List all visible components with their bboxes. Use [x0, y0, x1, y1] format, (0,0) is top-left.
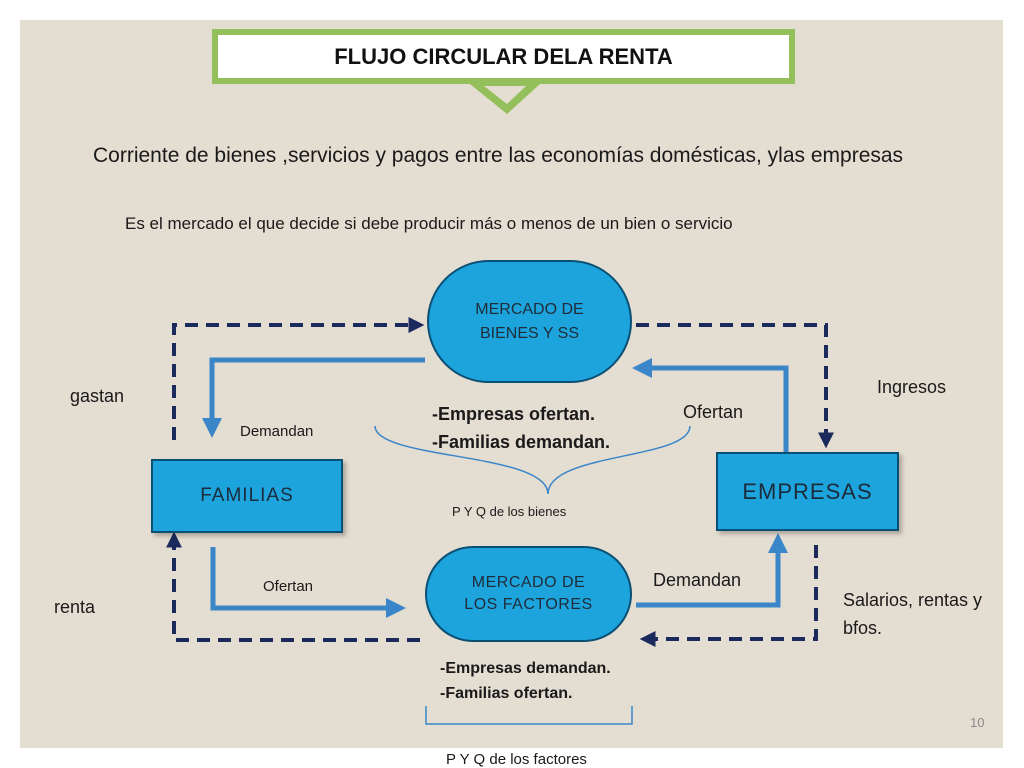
rent-label: renta — [54, 597, 96, 617]
income-label: Ingresos — [877, 377, 947, 397]
factors-bracket — [425, 706, 633, 725]
page-title: FLUJO CIRCULAR DELA RENTA — [334, 43, 673, 69]
goods-notes-line2: -Familias demandan. — [432, 432, 611, 452]
families-supply-label: Ofertan — [263, 578, 314, 595]
market-goods-line1: MERCADO DE — [475, 300, 584, 318]
goods-notes: -Empresas ofertan. -Familias demandan. — [432, 400, 610, 456]
families-label: FAMILIAS — [200, 485, 294, 506]
spending-label: gastan — [70, 386, 125, 406]
firms-supply-label: Ofertan — [683, 402, 744, 422]
spending-arrow — [172, 317, 425, 440]
goods-notes-line1: -Empresas ofertan. — [432, 404, 596, 424]
goods-to-families-arrow — [202, 357, 425, 438]
payments-to-factors-arrow — [639, 545, 818, 647]
wages-label-line1: Salarios, rentas y — [843, 590, 983, 610]
factor-notes: -Empresas demandan. -Familias ofertan. — [440, 656, 611, 706]
firms-demand-label: Demandan — [653, 570, 742, 590]
market-goods-node: MERCADO DE BIENES Y SS — [427, 260, 632, 383]
market-goods-line2: BIENES Y SS — [479, 324, 579, 342]
market-factors-line1: MERCADO DE — [471, 574, 586, 591]
income-arrow — [636, 323, 834, 449]
factors-to-firms-arrow — [636, 533, 788, 608]
market-factors-line2: LOS FACTORES — [464, 596, 593, 613]
subtitle: Corriente de bienes ,servicios y pagos e… — [93, 144, 904, 167]
families-demand-label: Demandan — [240, 423, 314, 440]
firms-node: EMPRESAS — [716, 452, 899, 531]
goods-brace — [374, 425, 691, 495]
families-node: FAMILIAS — [151, 459, 343, 533]
market-factors-node: MERCADO DE LOS FACTORES — [425, 546, 632, 642]
page-number: 10 — [970, 715, 985, 730]
families-to-factors-arrow — [210, 547, 406, 618]
wages-label: Salarios, rentas y bfos. — [843, 586, 982, 642]
goods-caption: P Y Q de los bienes — [452, 504, 567, 519]
factor-caption: P Y Q de los factores — [446, 751, 587, 768]
title-chevron-icon — [470, 84, 540, 114]
firms-label: EMPRESAS — [742, 478, 873, 504]
factor-notes-line2: -Familias ofertan. — [440, 685, 573, 702]
description-line: Es el mercado el que decide si debe prod… — [125, 214, 733, 233]
wages-label-line2: bfos. — [843, 618, 883, 638]
factor-notes-line1: -Empresas demandan. — [440, 660, 611, 677]
firms-to-goods-arrow — [632, 358, 789, 453]
title-banner: FLUJO CIRCULAR DELA RENTA — [212, 29, 795, 84]
